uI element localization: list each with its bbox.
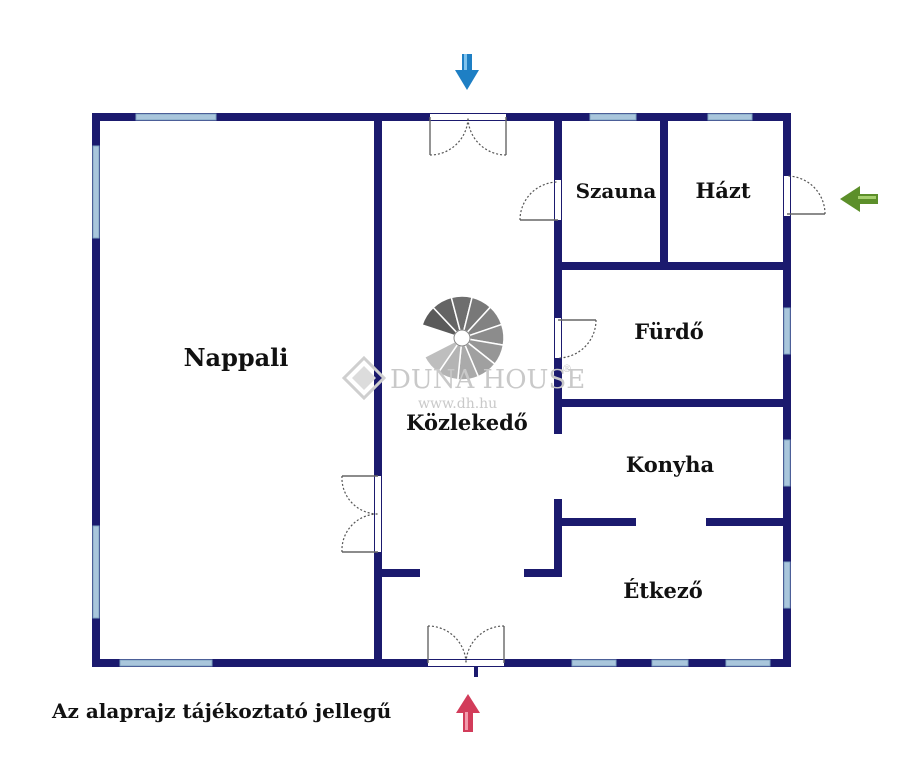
arrow-left-icon (840, 186, 878, 212)
bathroom-door (555, 318, 597, 359)
doors (341, 114, 826, 666)
disclaimer-note: Az alaprajz tájékoztató jellegű (51, 699, 391, 723)
watermark-url: www.dh.hu (418, 396, 497, 412)
room-label-konyha: Konyha (626, 452, 715, 477)
watermark: DUNA HOUSE ® www.dh.hu (341, 355, 585, 412)
watermark-brand: DUNA HOUSE (390, 365, 585, 395)
room-label-furdo: Fürdő (634, 319, 704, 344)
spiral-staircase-icon (421, 295, 505, 381)
living-room-door (341, 475, 381, 553)
room-label-nappali: Nappali (184, 343, 289, 372)
room-label-szauna: Szauna (576, 179, 657, 203)
room-label-hazt: Házt (695, 178, 750, 203)
windows (92, 113, 791, 667)
room-label-etkezo: Étkező (623, 578, 703, 603)
duna-house-logo-icon (341, 355, 387, 401)
watermark-reg: ® (562, 364, 572, 375)
interior-walls (374, 113, 791, 677)
entrance-door-bottom (427, 625, 505, 666)
arrow-down-icon (455, 54, 479, 90)
pantry-door (784, 175, 826, 216)
entrance-door-top (429, 114, 507, 156)
sauna-door (519, 180, 561, 221)
room-label-kozlekedo: Közlekedő (406, 410, 528, 435)
arrow-up-icon (456, 694, 480, 732)
stair-step (423, 340, 459, 374)
stair-center (453, 329, 471, 347)
